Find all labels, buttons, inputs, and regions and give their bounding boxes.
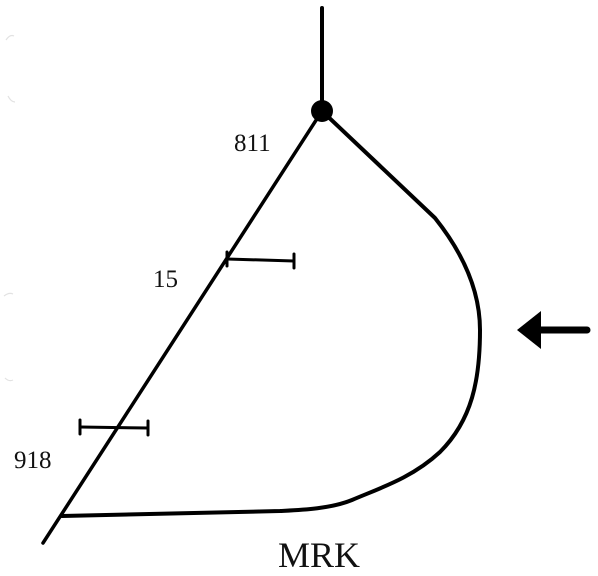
junction-dot-icon: [311, 100, 333, 122]
scan-artifacts: [3, 34, 16, 382]
arrow-left-icon: [517, 311, 591, 349]
label-811: 811: [234, 130, 271, 157]
label-918: 918: [14, 447, 52, 474]
label-15: 15: [153, 266, 178, 293]
left-branch: [41, 109, 324, 545]
scale-tick-icon: [225, 250, 296, 270]
scale-tick-icon: [78, 418, 150, 437]
right-curved-branch: [60, 109, 482, 518]
label-mrk: MRK: [278, 535, 360, 575]
